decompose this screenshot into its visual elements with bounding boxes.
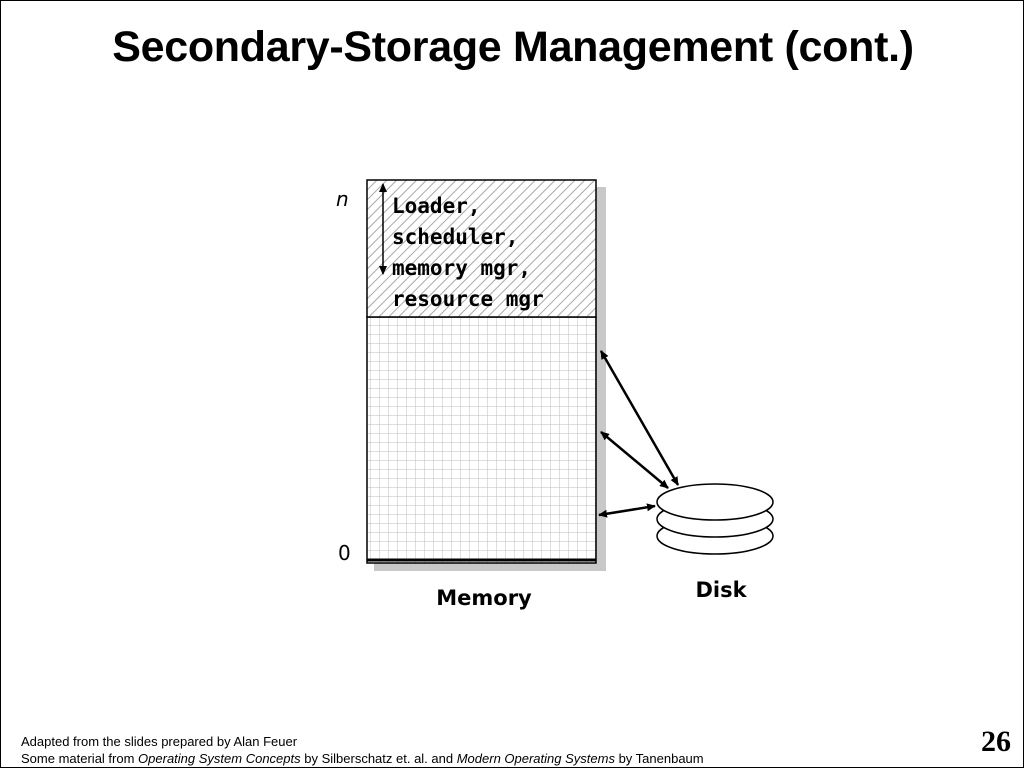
os-region-line-1: Loader, [392, 194, 481, 218]
footer-book-2: Modern Operating Systems [456, 751, 615, 766]
os-region-line-4: resource mgr [392, 287, 544, 311]
footer-line-2: Some material from Operating System Conc… [21, 750, 704, 767]
os-region-line-2: scheduler, [392, 225, 518, 249]
transfer-arrow-3 [598, 503, 656, 518]
footer-book-1: Operating System Concepts [138, 751, 301, 766]
disk-icon [656, 483, 774, 555]
footer-line-1: Adapted from the slides prepared by Alan… [21, 734, 298, 749]
memory-bottom-label: 0 [338, 541, 351, 565]
memory-user-region [366, 316, 597, 564]
memory-label: Memory [436, 586, 532, 610]
footer-prefix: Some material from [21, 751, 139, 766]
slide-number: 26 [981, 725, 1011, 758]
footer-credits: Adapted from the slides prepared by Alan… [21, 733, 704, 767]
memory-os-region [366, 179, 597, 318]
footer-mid: by Silberschatz et. al. and [300, 751, 457, 766]
os-region-line-3: memory mgr, [392, 256, 531, 280]
transfer-arrow-2 [600, 431, 669, 489]
footer-suffix: by Tanenbaum [614, 751, 704, 766]
memory-top-label: n [336, 187, 349, 211]
slide-title: Secondary-Storage Management (cont.) [112, 23, 914, 71]
disk-label: Disk [695, 578, 747, 602]
